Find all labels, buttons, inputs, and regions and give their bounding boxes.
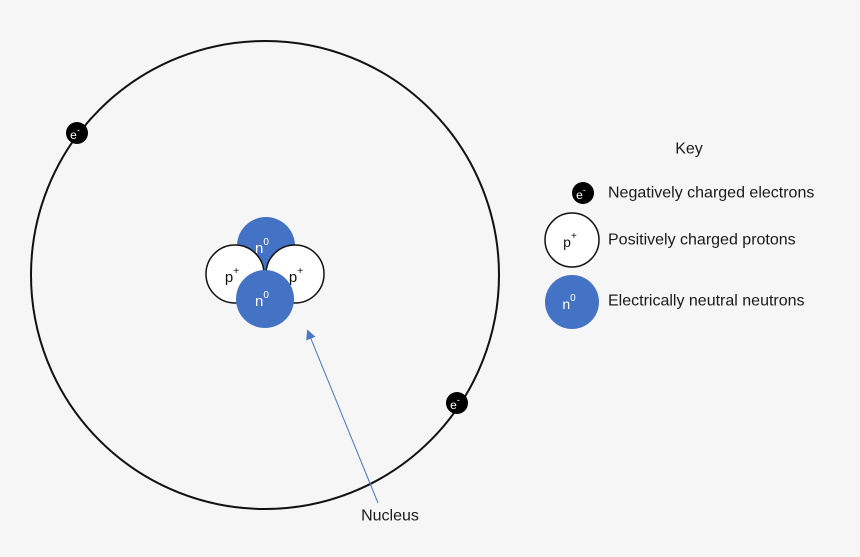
svg-text:e-: e- — [70, 125, 80, 142]
svg-text:e-: e- — [576, 185, 586, 202]
svg-text:n0: n0 — [255, 237, 269, 257]
svg-text:e-: e- — [450, 395, 460, 412]
electron-orbit — [30, 40, 500, 510]
key-neutron-swatch: n0 — [545, 275, 599, 329]
key-proton-label: Positively charged protons — [608, 232, 796, 249]
svg-text:p+: p+ — [563, 231, 577, 251]
electron-top-left: e- — [66, 122, 88, 144]
nucleus-pointer-arrow — [306, 329, 379, 504]
nucleus-label: Nucleus — [361, 508, 419, 525]
svg-text:p+: p+ — [225, 266, 239, 286]
svg-text:n0: n0 — [255, 290, 269, 310]
key-title: Key — [675, 141, 703, 158]
key-electron-label: Negatively charged electrons — [608, 185, 814, 202]
key-proton-swatch: p+ — [544, 212, 600, 268]
key-neutron-label: Electrically neutral neutrons — [608, 293, 805, 310]
key-electron-swatch: e- — [572, 182, 594, 204]
svg-text:p+: p+ — [289, 266, 303, 286]
nucleus-neutron-bottom: n0 — [236, 270, 294, 328]
svg-text:n0: n0 — [562, 293, 576, 313]
electron-bottom-right: e- — [446, 392, 468, 414]
